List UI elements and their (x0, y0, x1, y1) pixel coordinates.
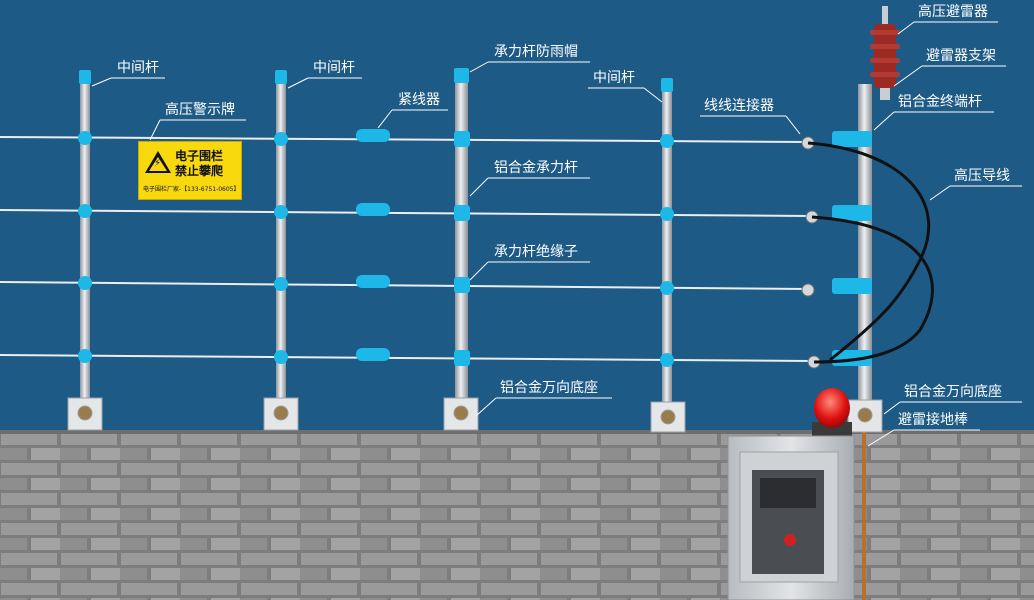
fence-wires (0, 136, 811, 362)
fence-wire-3 (0, 281, 811, 290)
bearing-pole (454, 68, 469, 400)
fence-wire-2 (0, 209, 811, 217)
label-arrester: 高压避雷器 (918, 4, 988, 20)
label-arrester-bracket: 避雷器支架 (926, 48, 996, 64)
end-pole (858, 84, 872, 600)
label-mid-pole-2: 中间杆 (313, 60, 355, 76)
middle-pole-3 (661, 78, 673, 402)
label-tensioner: 紧线器 (398, 92, 440, 108)
label-base-right: 铝合金万向底座 (904, 384, 1002, 400)
label-warning-sign: 高压警示牌 (165, 102, 235, 118)
label-bearing-pole: 铝合金承力杆 (494, 160, 578, 176)
label-end-pole: 铝合金终端杆 (898, 94, 982, 110)
fence-wire-1 (0, 136, 811, 143)
universal-bases (67, 397, 883, 433)
tensioners (356, 129, 390, 361)
sign-line-2: 禁止攀爬 (175, 164, 224, 178)
middle-pole-1 (79, 70, 91, 400)
sign-footer: 电子围栏厂家-【133-6751-0605】 (143, 186, 240, 193)
hv-lead-wires (807, 141, 934, 364)
wall-top-edge (0, 430, 1034, 434)
leader-lines (91, 21, 1022, 447)
sign-line-1: 电子围栏 (175, 149, 224, 163)
controller-box (727, 435, 855, 600)
alarm-light (812, 388, 852, 436)
label-mid-pole-1: 中间杆 (117, 60, 159, 76)
fence-wire-4 (0, 354, 811, 362)
label-wire-connector: 线线连接器 (704, 98, 774, 114)
brick-wall (0, 432, 1034, 600)
label-mid-pole-3: 中间杆 (593, 70, 635, 86)
label-base-left: 铝合金万向底座 (500, 380, 598, 396)
warning-triangle-inner (149, 157, 167, 171)
label-hv-lead: 高压导线 (954, 168, 1010, 184)
pole-insulators (78, 131, 674, 367)
label-ground-rod: 避雷接地棒 (898, 412, 968, 428)
label-bearing-cap: 承力杆防雨帽 (494, 44, 578, 60)
lightning-arrester (870, 6, 900, 100)
lightning-bolt-icon: ⚡ (154, 158, 162, 169)
warning-sign: ⚡ 电子围栏 禁止攀爬 电子围栏厂家-【133-6751-0605】 (138, 141, 242, 200)
middle-pole-2 (275, 70, 287, 400)
wire-connectors (801, 136, 821, 369)
label-bearing-insulator: 承力杆绝缘子 (494, 244, 578, 260)
